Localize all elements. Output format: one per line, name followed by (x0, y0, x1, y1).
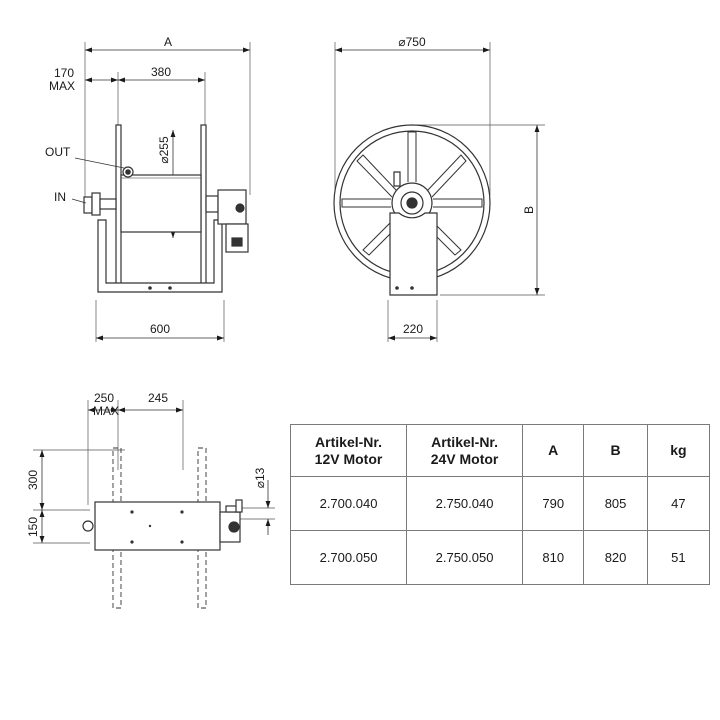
cell-artikel-24v: 2.750.050 (406, 530, 524, 585)
base-frame (97, 219, 223, 293)
dim-245-label: 245 (148, 391, 168, 405)
dim-a-label: A (164, 35, 172, 49)
header-artikel-12v: Artikel-Nr.12V Motor (289, 424, 408, 477)
top-frame (94, 501, 221, 551)
motor-gearbox (205, 189, 249, 253)
dim-13-label: ⌀13 (253, 467, 267, 488)
header-a: A (522, 424, 585, 477)
dim-diameter-label: ⌀750 (398, 35, 426, 49)
cell-kg: 47 (646, 476, 711, 531)
reel-spokes (341, 131, 483, 256)
cell-artikel-12v: 2.700.040 (289, 476, 408, 531)
side-view (333, 42, 545, 342)
dim-170-label: 170 (54, 66, 74, 80)
out-label: OUT (45, 145, 71, 159)
top-view (33, 400, 275, 609)
dim-300-label: 300 (26, 470, 40, 490)
cell-b: 820 (583, 530, 648, 585)
header-artikel-24v: Artikel-Nr.24V Motor (406, 424, 524, 477)
dim-170-max-note: MAX (49, 79, 75, 93)
dim-600-label: 600 (150, 322, 170, 336)
dim-150-label: 150 (26, 517, 40, 537)
right-flange (200, 124, 207, 286)
dim-220-label: 220 (403, 322, 423, 336)
in-label: IN (54, 190, 66, 204)
table-row: 2.700.040 2.750.040 790 805 47 (289, 476, 711, 531)
dim-250-max-note: MAX (93, 404, 119, 418)
header-kg: kg (646, 424, 711, 477)
left-flange (115, 124, 122, 286)
cell-kg: 51 (646, 530, 711, 585)
cell-b: 805 (583, 476, 648, 531)
header-b: B (583, 424, 648, 477)
dim-b-label: B (522, 206, 536, 214)
in-fitting (83, 192, 117, 216)
cell-artikel-24v: 2.750.040 (406, 476, 524, 531)
dim-380-label: 380 (151, 65, 171, 79)
front-view (71, 42, 251, 342)
top-motor (219, 499, 243, 543)
spec-table-header: Artikel-Nr.12V Motor Artikel-Nr.24V Moto… (289, 424, 711, 477)
cell-artikel-12v: 2.700.050 (289, 530, 408, 585)
cell-a: 790 (522, 476, 585, 531)
side-stand (389, 212, 438, 296)
spec-table: Artikel-Nr.12V Motor Artikel-Nr.24V Moto… (289, 424, 711, 585)
drum (120, 174, 202, 233)
cell-a: 810 (522, 530, 585, 585)
dim-drum-label: ⌀255 (157, 136, 171, 164)
dim-250-label: 250 (94, 391, 114, 405)
table-row: 2.700.050 2.750.050 810 820 51 (289, 530, 711, 585)
